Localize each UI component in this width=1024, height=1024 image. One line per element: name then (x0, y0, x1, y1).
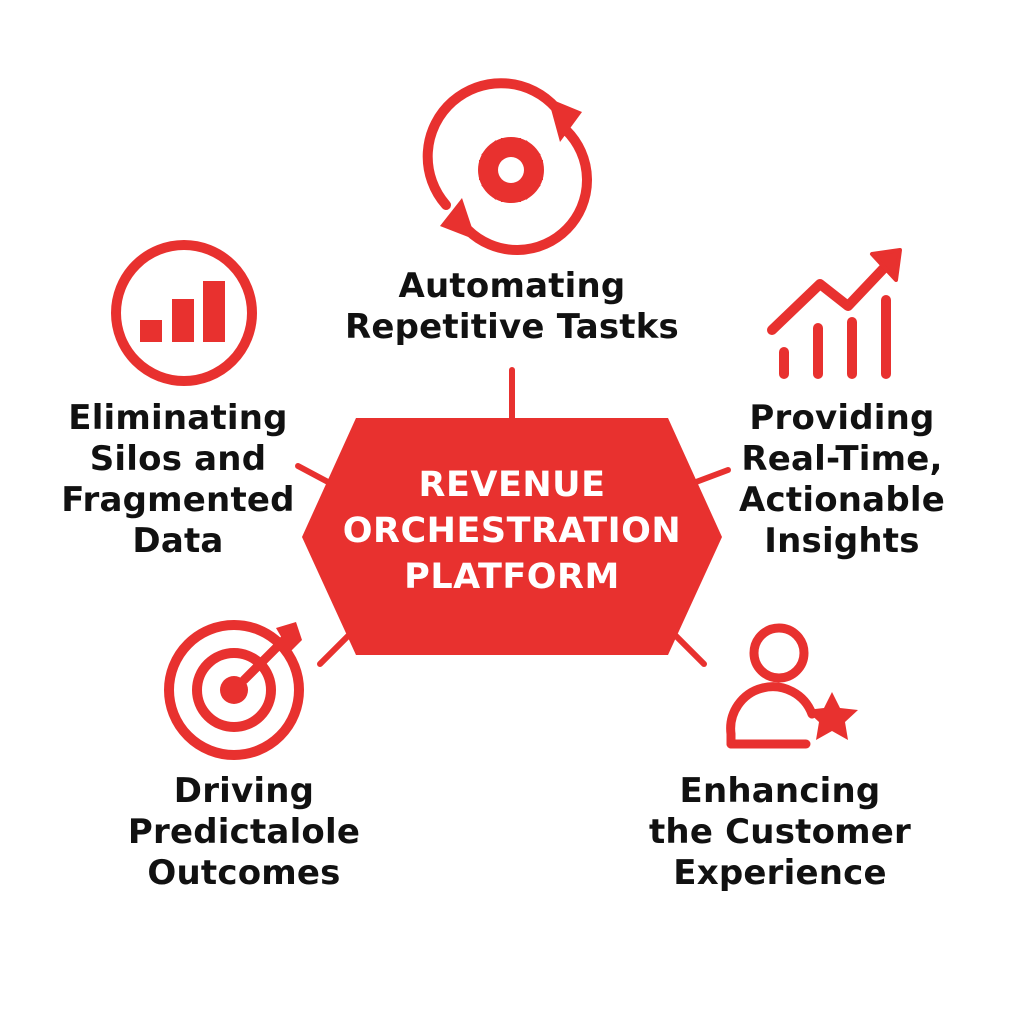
label-customer: Enhancing the Customer Experience (634, 771, 926, 894)
label-line: Silos and (89, 439, 267, 479)
connector-outcomes (317, 633, 351, 667)
center-title: REVENUE ORCHESTRATION PLATFORM (322, 462, 702, 600)
user-star-icon (726, 623, 858, 749)
label-line: Actionable (739, 480, 945, 520)
label-line: Repetitive Tastks (344, 307, 679, 347)
center-title-line: ORCHESTRATION (342, 511, 682, 551)
label-insights: Providing Real-Time, Actionable Insights (724, 398, 960, 562)
label-line: Fragmented (61, 480, 295, 520)
trend-chart-icon (767, 248, 902, 379)
label-line: Experience (673, 853, 887, 893)
label-line: Insights (764, 521, 920, 561)
label-line: Automating (398, 266, 626, 306)
label-line: Data (132, 521, 224, 561)
bar-chart-circle-icon (111, 240, 257, 386)
label-line: Providing (749, 398, 935, 438)
label-line: Driving (173, 771, 315, 811)
label-line: the Customer (648, 812, 911, 852)
gear-cycle-icon (422, 78, 592, 255)
label-silos: Eliminating Silos and Fragmented Data (50, 398, 306, 562)
center-title-line: PLATFORM (404, 557, 620, 597)
label-line: Outcomes (147, 853, 341, 893)
label-line: Eliminating (68, 398, 288, 438)
label-outcomes: Driving Predictalole Outcomes (108, 771, 380, 894)
connector-insights (693, 467, 731, 485)
connector-silos (295, 463, 331, 485)
label-line: Predictalole (127, 812, 361, 852)
center-hexagon (302, 418, 722, 655)
target-arrow-icon (164, 620, 304, 760)
label-line: Enhancing (679, 771, 881, 811)
center-title-line: REVENUE (418, 465, 606, 505)
connector-customer (673, 633, 707, 667)
label-automating: Automating Repetitive Tastks (342, 266, 682, 348)
connectors (295, 367, 731, 667)
label-line: Real-Time, (741, 439, 943, 479)
